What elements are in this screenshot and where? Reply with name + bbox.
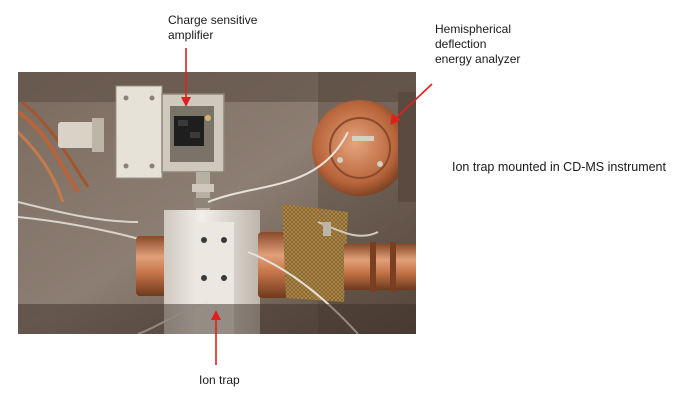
figure-caption: Ion trap mounted in CD-MS instrument xyxy=(452,160,666,174)
ion-trap-label: Ion trap xyxy=(199,373,240,387)
energy-analyzer-label: Hemispherical deflection energy analyzer xyxy=(435,22,521,66)
instrument-photo-drawing xyxy=(18,72,416,334)
charge-amplifier-label: Charge sensitive amplifier xyxy=(168,13,258,42)
instrument-photo xyxy=(18,72,416,334)
